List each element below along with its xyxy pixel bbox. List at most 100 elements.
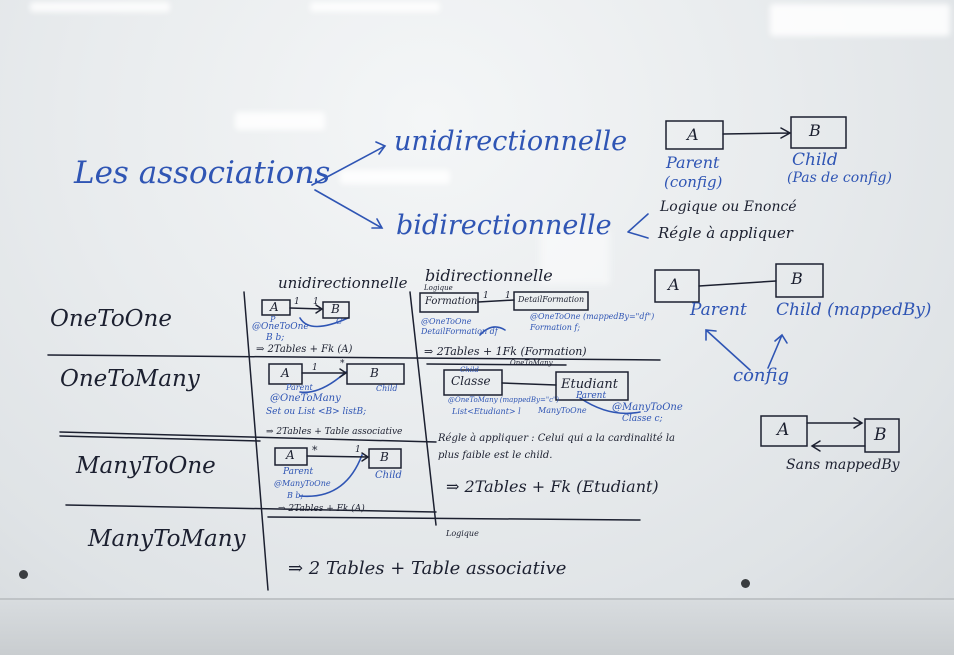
table-hline-2b xyxy=(59,435,261,442)
o2o-b: B xyxy=(331,302,340,316)
ceiling-light-reflection xyxy=(770,4,950,36)
cycle-a-label: A xyxy=(777,420,790,440)
label-bidirectionnelle: bidirectionnelle xyxy=(396,210,612,241)
mounting-screw xyxy=(19,570,28,579)
o2o-bi-field-left: DetailFormation df xyxy=(421,327,498,336)
o2m-bi-rule: Régle à appliquer : Celui qui a la cardi… xyxy=(438,433,676,461)
ceiling-light-reflection xyxy=(310,2,440,12)
bi-note-logique: Logique ou Enoncé xyxy=(660,199,797,215)
o2m-field: Set ou List <B> listB; xyxy=(266,407,367,417)
cycle-arrow-bottom xyxy=(810,440,866,452)
table-hline-4 xyxy=(267,516,641,521)
o2o-a: A xyxy=(270,300,279,314)
m2m-result: ⇒ 2 Tables + Table associative xyxy=(288,558,567,579)
ceiling-light-reflection xyxy=(540,230,610,285)
label-unidirectionnelle: unidirectionnelle xyxy=(394,126,628,157)
m2o-child: Child xyxy=(375,470,402,481)
o2o-bi-m1: 1 xyxy=(483,291,489,301)
m2o-m2: 1 xyxy=(355,445,361,455)
right-config-label: config xyxy=(733,365,790,386)
top-arrow xyxy=(722,127,792,139)
whiteboard-tray xyxy=(0,598,954,655)
config-arrow-b xyxy=(767,333,788,369)
bi-note-regle: Régle à appliquer xyxy=(658,224,793,242)
top-parent-note: (config) xyxy=(664,173,723,191)
table-hline-2 xyxy=(59,431,437,443)
o2m-arrow xyxy=(301,368,348,378)
bi-line-1 xyxy=(477,299,515,303)
o2o-bi-field-right: Formation f; xyxy=(530,323,581,332)
col-header-uni: unidirectionnelle xyxy=(278,274,408,292)
o2m-child: Child xyxy=(376,384,398,393)
o2m-bi-mid: ManyToOne xyxy=(538,406,587,415)
arrow-to-uni xyxy=(311,141,387,186)
right-parent-label: Parent xyxy=(690,300,747,320)
o2o-bi-ann-right: @OneToOne (mappedBy="df") xyxy=(530,312,655,321)
right-line xyxy=(698,280,777,287)
o2o-bi-m2: 1 xyxy=(505,291,511,301)
bi-box-etudiant xyxy=(555,371,629,401)
bi-curve-2 xyxy=(579,397,641,415)
o2m-bi-child: Child xyxy=(460,366,479,374)
m2o-m1: * xyxy=(312,444,318,457)
o2m-parent: Parent xyxy=(286,383,313,392)
top-box-a-label: A xyxy=(687,125,699,144)
right-box-a-label: A xyxy=(668,275,680,294)
o2o-bi-right: DetailFormation xyxy=(518,295,585,304)
bi-box-detail xyxy=(513,291,589,311)
brace-bi-notes xyxy=(627,213,649,239)
cycle-box-a xyxy=(760,415,808,447)
o2m-bi-parent: Parent xyxy=(576,391,607,401)
col-header-bi: bidirectionnelle xyxy=(425,266,553,285)
bi-curve-1 xyxy=(479,326,506,336)
ceiling-light-reflection xyxy=(235,112,325,130)
m2o-b: B xyxy=(380,450,389,464)
o2o-arrow xyxy=(289,304,324,314)
o2o-box-b xyxy=(322,301,350,319)
ceiling-light-reflection xyxy=(340,170,450,184)
title-les-associations: Les associations xyxy=(74,155,331,191)
top-parent-label: Parent xyxy=(666,153,720,172)
o2m-bi-top: OneToMany xyxy=(510,359,553,367)
o2o-p: P xyxy=(270,315,276,324)
o2o-bi-left: Formation xyxy=(425,296,478,307)
o2m-bi-ann-left: @OneToMany (mappedBy="c") xyxy=(448,396,559,404)
o2o-annotation: @OneToOne xyxy=(252,322,309,332)
o2m-m2: * xyxy=(340,359,345,369)
ceiling-light-reflection xyxy=(30,2,170,12)
o2m-bi-result: ⇒ 2Tables + Fk (Etudiant) xyxy=(446,477,659,496)
arrow-to-bi xyxy=(314,189,384,229)
cycle-arrow-top xyxy=(806,417,864,429)
o2m-uni-result: ⇒ 2Tables + Table associative xyxy=(266,427,403,437)
row-label-onetomany: OneToMany xyxy=(60,366,200,392)
o2m-box-b xyxy=(346,363,405,385)
o2o-m2: 1 xyxy=(313,297,319,307)
o2m-bi-ann-right: @ManyToOne xyxy=(612,402,683,413)
mounting-screw xyxy=(741,579,750,588)
right-child-label: Child (mappedBy) xyxy=(776,300,932,320)
o2o-bi-result: ⇒ 2Tables + 1Fk (Formation) xyxy=(424,345,587,358)
top-box-b xyxy=(790,116,847,149)
o2m-bi-field-left: List<Etudiant> l xyxy=(452,407,521,416)
m2o-parent: Parent xyxy=(283,467,314,477)
row-label-manytomany: ManyToMany xyxy=(88,526,246,552)
m2o-field: B b; xyxy=(287,491,304,500)
cycle-b-label: B xyxy=(874,425,887,445)
o2m-bi-field-right: Classe c; xyxy=(622,414,663,424)
m2o-a: A xyxy=(286,448,295,462)
top-child-note: (Pas de config) xyxy=(787,170,892,186)
row-label-manytoone: ManyToOne xyxy=(76,453,216,479)
row-label-onetoone: OneToOne xyxy=(50,306,172,332)
top-child-label: Child xyxy=(792,150,838,170)
top-box-a xyxy=(665,120,724,150)
m2m-logique: Logique xyxy=(446,529,479,538)
bi-line-2 xyxy=(501,382,557,386)
config-arrow-a xyxy=(705,329,751,371)
o2o-m1: 1 xyxy=(294,297,300,307)
o2o-bi-ann-left: @OneToOne xyxy=(421,317,472,326)
o2m-a: A xyxy=(281,366,290,380)
o2m-bi-right: Etudiant xyxy=(561,377,618,392)
top-box-b-label: B xyxy=(809,121,821,140)
underline-bi xyxy=(426,363,567,366)
